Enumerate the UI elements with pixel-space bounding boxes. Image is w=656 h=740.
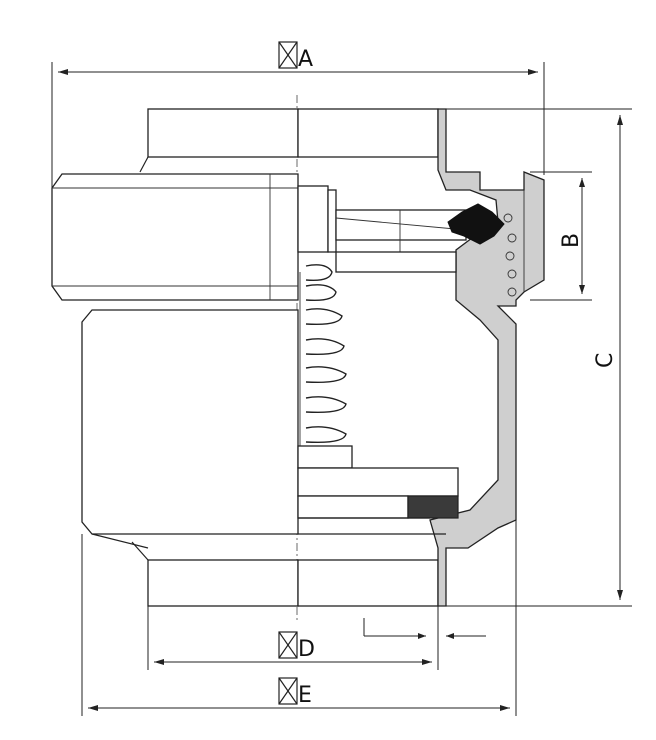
- dimension-c-label: C: [593, 353, 618, 368]
- seal-section: [447, 203, 505, 245]
- dimension-b: B: [530, 171, 592, 301]
- valve-exterior-view: [51, 108, 299, 607]
- valve-section-view: [297, 108, 545, 607]
- dimension-d: D: [147, 606, 439, 670]
- diameter-symbol-icon: [278, 677, 298, 705]
- dimension-b-label: B: [559, 233, 584, 248]
- dimension-d-label: D: [298, 637, 315, 662]
- diameter-symbol-icon: [278, 631, 298, 659]
- dimension-c: C: [446, 108, 632, 607]
- dimension-a-label: A: [298, 47, 313, 72]
- seat-ring: [407, 495, 459, 519]
- offset-dimension: [363, 520, 517, 716]
- diameter-symbol-icon: [278, 41, 298, 69]
- dimension-e: E: [81, 534, 510, 716]
- dimension-a: A: [51, 41, 545, 190]
- body-section: [429, 108, 545, 607]
- thread-section: [503, 190, 525, 297]
- dimension-e-label: E: [298, 683, 312, 708]
- spring: [299, 264, 347, 446]
